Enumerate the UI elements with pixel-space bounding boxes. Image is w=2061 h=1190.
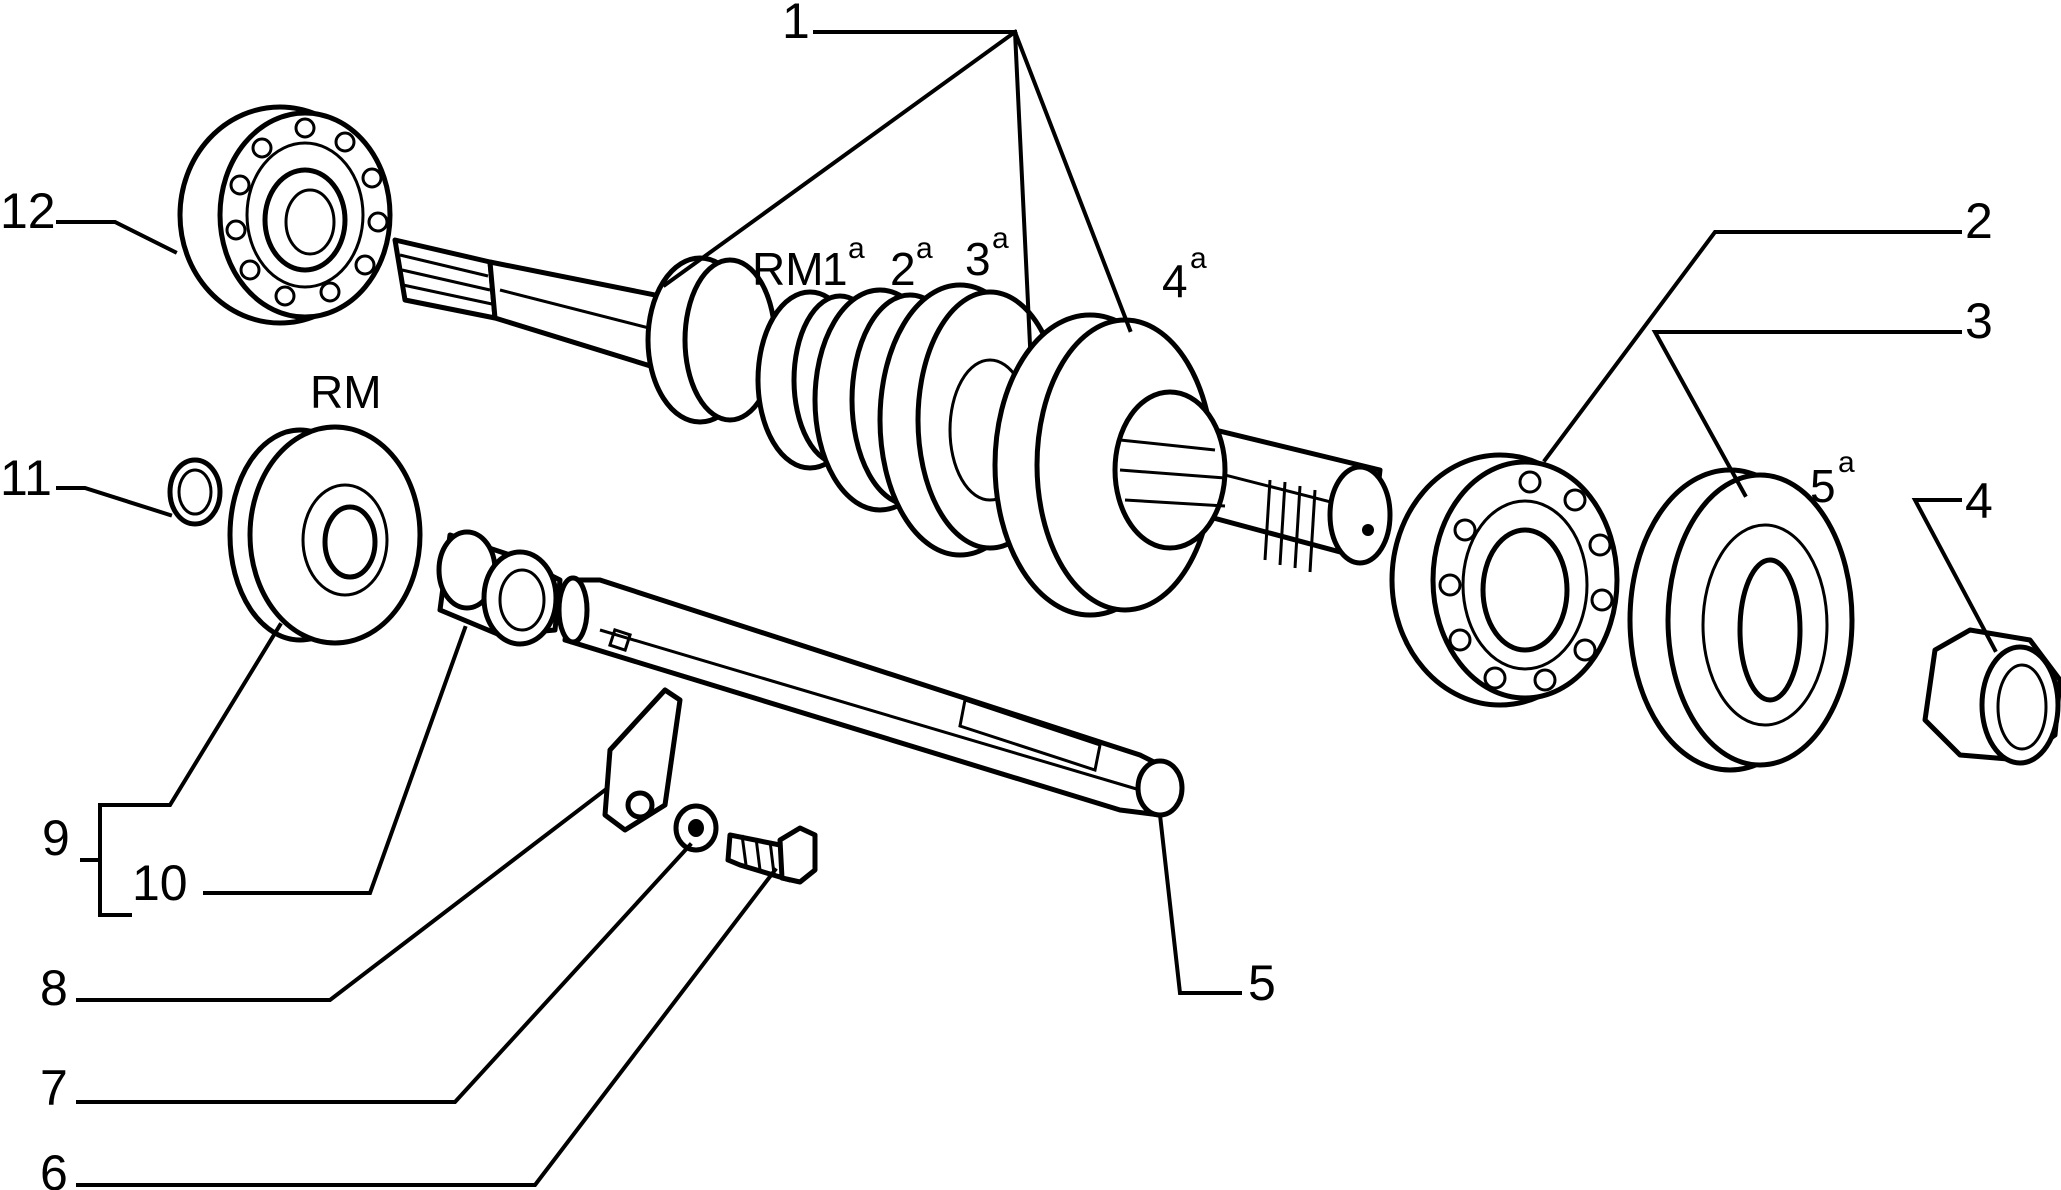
callout-9: 9	[42, 810, 70, 866]
callout-2: 2	[1965, 193, 1993, 249]
callout-numbers: 1 2 3 4 5 6 7 8 9 10 11 12	[0, 0, 1993, 1190]
bearing-2	[1389, 452, 1620, 708]
gear-5th-3	[1627, 467, 1855, 773]
label-gear-3-ordinal: a	[992, 222, 1009, 255]
washer-7	[673, 803, 719, 853]
label-gear-5-ordinal: a	[1838, 446, 1855, 479]
callout-5: 5	[1248, 955, 1276, 1011]
callout-1: 1	[782, 0, 810, 49]
callout-8: 8	[40, 960, 68, 1016]
callout-3: 3	[1965, 293, 1993, 349]
label-gear-1: 1	[822, 243, 848, 295]
callout-6: 6	[40, 1145, 68, 1190]
label-gear-5: 5	[1810, 460, 1836, 512]
label-gear-4: 4	[1162, 255, 1188, 307]
leader-lines	[56, 29, 1998, 1187]
label-gear-3: 3	[965, 233, 991, 285]
label-rm-idler: RM	[310, 366, 382, 418]
callout-7: 7	[40, 1060, 68, 1116]
label-gear-1-ordinal: a	[848, 232, 865, 265]
bearing-12	[177, 104, 393, 326]
label-gear-2: 2	[890, 243, 916, 295]
label-gear-2-ordinal: a	[916, 232, 933, 265]
circlip-11	[167, 457, 223, 527]
bushing-10	[436, 529, 563, 647]
label-gear-4-ordinal: a	[1190, 242, 1207, 275]
reverse-idler-gear-9	[227, 424, 423, 646]
idler-shaft-5	[556, 575, 1185, 818]
main-shaft-1	[392, 237, 1393, 618]
nut-4	[1922, 627, 2061, 766]
callout-12: 12	[0, 183, 56, 239]
callout-4: 4	[1965, 473, 1993, 529]
gear-labels: RM 1 a 2 a 3 a 4 a 5 a RM	[310, 222, 1855, 512]
label-rm-shaft: RM	[752, 243, 824, 295]
callout-10: 10	[132, 855, 188, 911]
lock-plate-8	[602, 687, 683, 833]
callout-11: 11	[0, 450, 52, 506]
